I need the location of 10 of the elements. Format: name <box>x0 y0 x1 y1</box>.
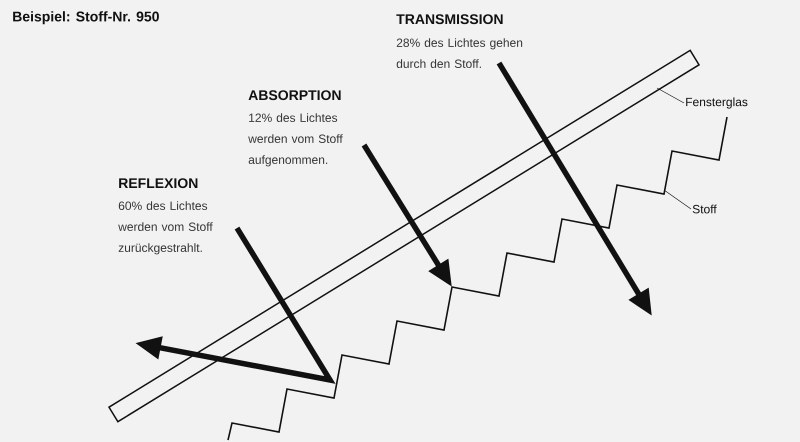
description-text: 12% des Lichtes werden vom Stoff aufgenommen. <box>248 113 343 166</box>
description-text: 60% des Lichtes werden vom Stoff zurückgestrahlt. <box>118 201 213 254</box>
section-heading: TRANSMISSION <box>396 14 503 24</box>
leader-line <box>656 88 684 104</box>
section-heading: REFLEXION <box>119 178 198 188</box>
title: Beispiel: Stoff-Nr. 950 <box>13 11 159 24</box>
part-label: Fensterglas <box>686 97 748 109</box>
section-heading: ABSORPTION <box>248 90 341 100</box>
description-text: 28% des Lichtes gehen durch den Stoff. <box>396 38 522 68</box>
leader-line <box>664 190 692 210</box>
